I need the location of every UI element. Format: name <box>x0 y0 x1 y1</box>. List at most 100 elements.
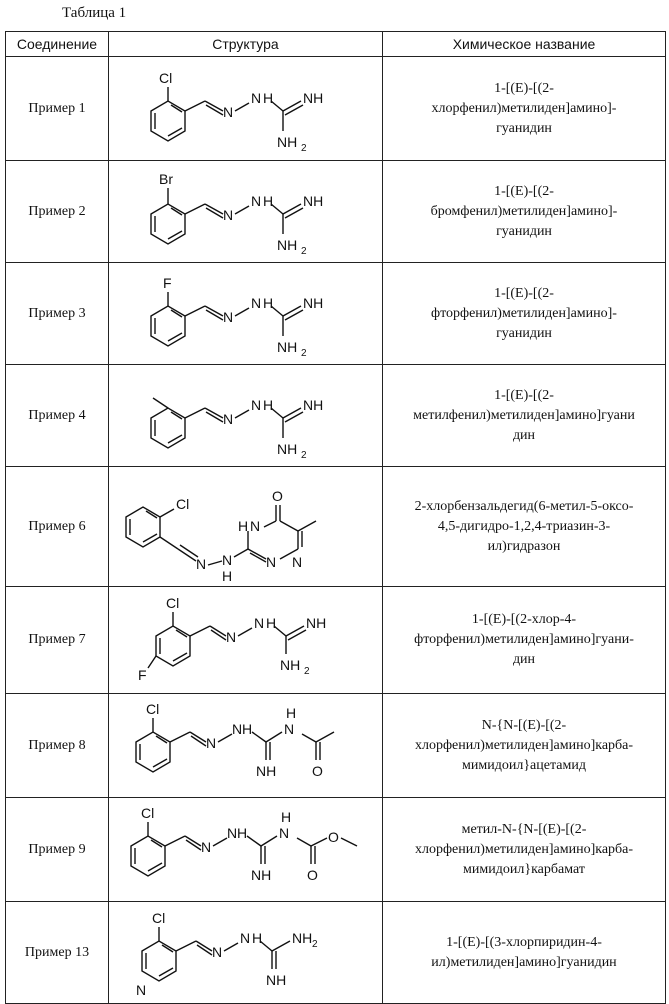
chemical-name-line: ил)метилиден]амино]гуанидин <box>387 953 661 973</box>
atom-label: NH <box>280 657 300 673</box>
chemical-name-line: хлорфенил)метилиден]амино]карба- <box>387 736 661 756</box>
atom-label: O <box>272 488 283 504</box>
atom-label: Cl <box>159 70 172 86</box>
compound-cell: Пример 7 <box>6 587 109 694</box>
chemical-name-line: мимидоил}карбамат <box>387 860 661 880</box>
chemical-name-line: 1-[(E)-[(2- <box>387 386 661 406</box>
structure-cell: Br N N H NH NH 2 <box>109 161 383 263</box>
atom-label: H <box>263 193 273 209</box>
atom-label: N <box>223 309 233 325</box>
structure-cell: Cl N N N H NH NH 2 <box>109 902 383 1004</box>
structure-cell: F N N H NH NH 2 <box>109 263 383 365</box>
chemical-name-cell: 2-хлорбензальдегид(6-метил-5-оксо- 4,5-д… <box>383 467 666 587</box>
atom-label: N <box>251 397 261 413</box>
atom-label: N <box>251 295 261 311</box>
atom-label: N <box>222 552 232 568</box>
atom-label: N <box>223 411 233 427</box>
atom-label: NH <box>303 295 323 311</box>
table-caption: Таблица 1 <box>62 5 126 22</box>
atom-label: H <box>242 721 252 737</box>
structure-drawing: N N H NH NH 2 <box>131 366 361 466</box>
atom-label: NH <box>277 441 297 457</box>
structure-cell: Cl N N H N H NH O <box>109 694 383 798</box>
atom-label: N <box>223 207 233 223</box>
chemical-name-cell: 1-[(E)-[(2-хлор-4- фторфенил)метилиден]а… <box>383 587 666 694</box>
atom-label: N <box>136 982 146 998</box>
chemical-name-line: ил)гидразон <box>387 537 661 557</box>
atom-label: N <box>279 825 289 841</box>
compound-cell: Пример 1 <box>6 57 109 161</box>
chemical-name-line: гуанидин <box>387 222 661 242</box>
structure-drawing: Br N N H NH NH 2 <box>131 162 361 262</box>
structure-cell: Cl F N N H NH NH 2 <box>109 587 383 694</box>
chemical-name-line: 1-[(E)-[(2- <box>387 79 661 99</box>
chemical-name-line: фторфенил)метилиден]амино]гуани- <box>387 630 661 650</box>
chemical-name-line: мимидоил}ацетамид <box>387 756 661 776</box>
atom-label: N <box>226 629 236 645</box>
chemical-name-line: гуанидин <box>387 324 661 344</box>
chemical-name-cell: N-{N-[(E)-[(2- хлорфенил)метилиден]амино… <box>383 694 666 798</box>
atom-label: N <box>251 90 261 106</box>
atom-label: NH <box>303 397 323 413</box>
atom-label: NH <box>277 339 297 355</box>
structure-cell: N N H NH NH 2 <box>109 365 383 467</box>
compounds-table: Соединение Структура Химическое название… <box>5 31 666 1004</box>
atom-label: NH <box>303 90 323 106</box>
table-row: Пример 9 Cl N <box>6 798 666 902</box>
atom-label: N <box>201 839 211 855</box>
atom-label: F <box>138 667 147 683</box>
atom-label: F <box>163 275 172 291</box>
atom-label: 2 <box>312 939 318 950</box>
atom-label: H <box>286 705 296 721</box>
compound-cell: Пример 9 <box>6 798 109 902</box>
chemical-name-cell: 1-[(E)-[(2- бромфенил)метилиден]амино]- … <box>383 161 666 263</box>
chemical-name-line: дин <box>387 650 661 670</box>
atom-label: H <box>252 930 262 946</box>
atom-label: H <box>263 90 273 106</box>
chemical-name-line: хлорфенил)метилиден]амино]- <box>387 99 661 119</box>
atom-label: Cl <box>166 595 179 611</box>
header-chem-name: Химическое название <box>383 32 666 57</box>
chemical-name-line: 1-[(E)-[(2-хлор-4- <box>387 610 661 630</box>
compound-cell: Пример 3 <box>6 263 109 365</box>
header-compound: Соединение <box>6 32 109 57</box>
compound-cell: Пример 4 <box>6 365 109 467</box>
atom-label: N <box>292 554 302 570</box>
atom-label: H <box>263 397 273 413</box>
atom-label: N <box>232 721 242 737</box>
atom-label: NH <box>266 972 286 988</box>
table-row: Пример 4 N N H NH NH <box>6 365 666 467</box>
header-row: Соединение Структура Химическое название <box>6 32 666 57</box>
atom-label: N <box>227 825 237 841</box>
atom-label: NH <box>251 867 271 883</box>
atom-label: NH <box>292 930 312 946</box>
atom-label: H <box>263 295 273 311</box>
atom-label: Cl <box>141 805 154 821</box>
structure-drawing: F N N H NH NH 2 <box>131 264 361 364</box>
chemical-name-line: 4,5-дигидро-1,2,4-триазин-3- <box>387 517 661 537</box>
atom-label: 2 <box>304 666 310 677</box>
table-row: Пример 8 Cl N N <box>6 694 666 798</box>
table-row: Пример 13 Cl N N N H NH <box>6 902 666 1004</box>
chemical-name-line: хлорфенил)метилиден]амино]карба- <box>387 840 661 860</box>
compound-cell: Пример 8 <box>6 694 109 798</box>
chemical-name-line: гуанидин <box>387 119 661 139</box>
structure-drawing: Cl N N H NH NH 2 <box>131 59 361 159</box>
atom-label: 2 <box>301 246 307 257</box>
table-row: Пример 2 Br N N H NH NH <box>6 161 666 263</box>
atom-label: H <box>266 615 276 631</box>
atom-label: N <box>223 104 233 120</box>
atom-label: H <box>237 825 247 841</box>
chemical-name-line: N-{N-[(E)-[(2- <box>387 716 661 736</box>
atom-label: N <box>284 721 294 737</box>
atom-label: N <box>251 193 261 209</box>
atom-label: O <box>328 829 339 845</box>
chemical-name-cell: 1-[(E)-[(2- метилфенил)метилиден]амино]г… <box>383 365 666 467</box>
compound-cell: Пример 2 <box>6 161 109 263</box>
chemical-name-line: метилфенил)метилиден]амино]гуани <box>387 406 661 426</box>
atom-label: 2 <box>301 348 307 359</box>
chemical-name-line: 1-[(E)-[(2- <box>387 182 661 202</box>
chemical-name-cell: 1-[(E)-[(3-хлорпиридин-4- ил)метилиден]а… <box>383 902 666 1004</box>
chemical-name-line: 1-[(E)-[(3-хлорпиридин-4- <box>387 933 661 953</box>
atom-label: O <box>307 867 318 883</box>
